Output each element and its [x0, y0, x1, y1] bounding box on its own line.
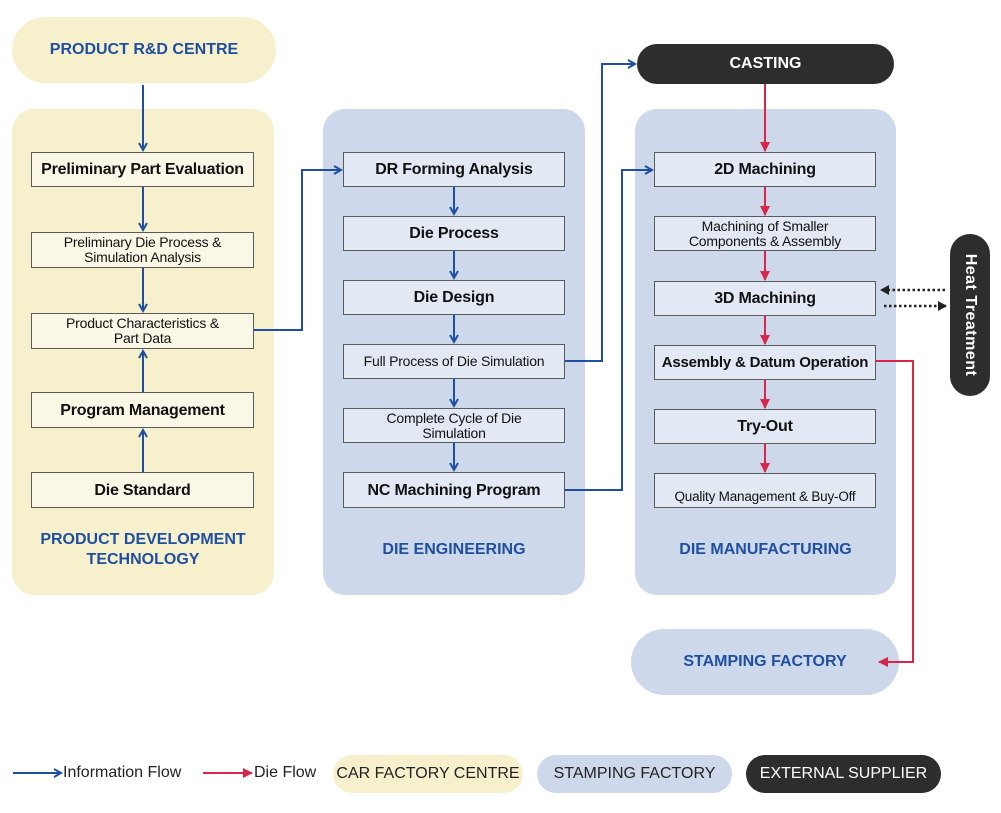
dr-forming-analysis-box: DR Forming Analysis [343, 152, 565, 187]
preliminary-part-evaluation-box: Preliminary Part Evaluation [31, 152, 254, 187]
product-development-title: PRODUCT DEVELOPMENT TECHNOLOGY [12, 530, 274, 570]
die-manufacturing-title: DIE MANUFACTURING [679, 541, 852, 558]
smaller-components-line2: Components & Assembly [688, 232, 842, 249]
preliminary-die-process-box: Preliminary Die Process & Simulation Ana… [31, 232, 254, 268]
program-management-box: Program Management [31, 392, 254, 428]
machining-3d-box: 3D Machining [654, 281, 876, 316]
legend-stamping-factory: STAMPING FACTORY [537, 755, 732, 793]
machining-3d-label: 3D Machining [714, 290, 816, 307]
full-process-simulation-box: Full Process of Die Simulation [343, 344, 565, 379]
stamping-factory-node: STAMPING FACTORY [631, 629, 899, 695]
complete-cycle-line2: Simulation [422, 424, 486, 441]
dr-forming-analysis-label: DR Forming Analysis [375, 161, 533, 178]
assembly-datum-label: Assembly & Datum Operation [661, 354, 869, 371]
product-characteristics-line2: Part Data [113, 330, 172, 346]
smaller-components-line1: Machining of Smaller [701, 217, 829, 234]
nc-machining-program-box: NC Machining Program [343, 472, 565, 508]
nc-machining-program-label: NC Machining Program [367, 481, 541, 499]
program-management-label: Program Management [60, 401, 225, 419]
die-standard-box: Die Standard [31, 472, 254, 508]
full-process-simulation-label: Full Process of Die Simulation [363, 353, 545, 369]
product-development-title-line1: PRODUCT DEVELOPMENT [40, 531, 246, 548]
machining-2d-label: 2D Machining [714, 161, 816, 178]
product-characteristics-box: Product Characteristics & Part Data [31, 313, 254, 349]
preliminary-die-process-line1: Preliminary Die Process & [63, 234, 222, 250]
complete-cycle-simulation-box: Complete Cycle of Die Simulation [343, 408, 565, 443]
machining-2d-box: 2D Machining [654, 152, 876, 187]
quality-management-label: Quality Management & Buy-Off [674, 489, 856, 504]
legend-information-flow-label: Information Flow [63, 764, 182, 781]
product-development-title-line2: TECHNOLOGY [86, 551, 200, 568]
legend-die-flow-label: Die Flow [254, 764, 317, 781]
product-rd-centre-node: PRODUCT R&D CENTRE [12, 17, 276, 83]
casting-node: CASTING [637, 44, 894, 84]
die-process-label: Die Process [409, 225, 499, 242]
try-out-box: Try-Out [654, 409, 876, 444]
smaller-components-box: Machining of Smaller Components & Assemb… [654, 216, 876, 251]
die-design-box: Die Design [343, 280, 565, 315]
product-characteristics-line1: Product Characteristics & [66, 315, 219, 331]
preliminary-die-process-line2: Simulation Analysis [84, 249, 201, 265]
heat-treatment-node: Heat Treatment [950, 234, 990, 396]
preliminary-part-evaluation-label: Preliminary Part Evaluation [41, 161, 244, 178]
die-engineering-title: DIE ENGINEERING [382, 541, 526, 558]
try-out-label: Try-Out [737, 418, 793, 435]
legend-external-supplier: EXTERNAL SUPPLIER [746, 755, 941, 793]
die-standard-label: Die Standard [94, 481, 191, 499]
assembly-datum-box: Assembly & Datum Operation [654, 345, 876, 380]
legend-car-factory-centre: CAR FACTORY CENTRE [333, 755, 523, 793]
die-process-box: Die Process [343, 216, 565, 251]
die-design-label: Die Design [413, 289, 495, 306]
quality-management-box: Quality Management & Buy-Off [654, 473, 876, 508]
heat-treatment-label: Heat Treatment [962, 253, 979, 377]
complete-cycle-line1: Complete Cycle of Die [386, 409, 522, 426]
